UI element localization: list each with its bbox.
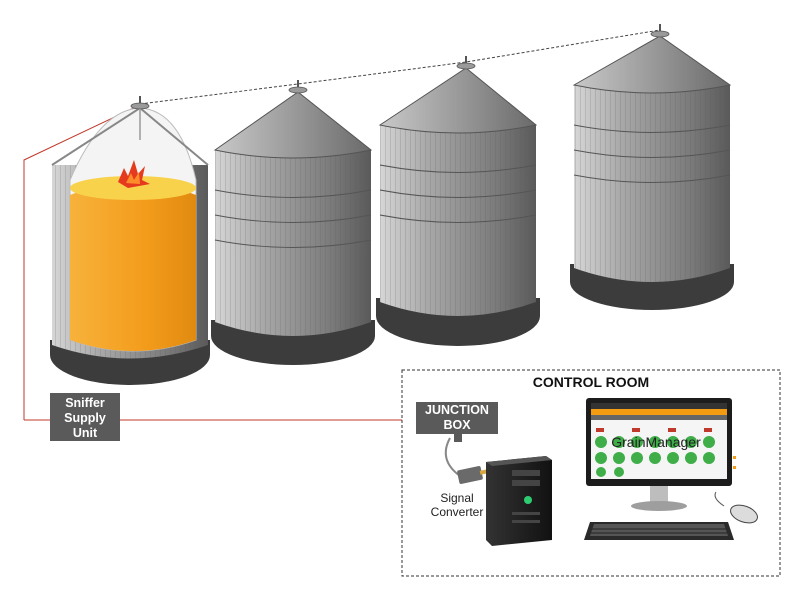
sensor-wire	[23, 104, 141, 420]
silo-3	[376, 56, 540, 346]
converter-cable	[444, 437, 461, 477]
top-cable	[139, 29, 661, 105]
signal-converter-label: Signal Converter	[430, 491, 484, 519]
mouse-icon	[714, 491, 758, 524]
grain-fill	[70, 182, 196, 351]
silo-4	[570, 24, 734, 310]
keyboard-icon	[584, 522, 734, 540]
sniffer-text: Sniffer Supply Unit	[64, 396, 106, 440]
silo-1	[50, 96, 210, 385]
hotspot-fire-icon	[118, 160, 150, 188]
monitor-icon	[586, 398, 736, 511]
silo-2	[211, 80, 375, 365]
junction-text: JUNCTION BOX	[425, 403, 489, 432]
grainmanager-screen-title: GrainManager	[611, 434, 701, 450]
junction-box-label: JUNCTION BOX	[416, 402, 498, 434]
pc-tower-icon	[486, 456, 552, 546]
sniffer-supply-unit-label: Sniffer Supply Unit	[50, 393, 120, 441]
screen-sensor-grid	[595, 428, 715, 477]
control-room-title: CONTROL ROOM	[532, 374, 650, 390]
